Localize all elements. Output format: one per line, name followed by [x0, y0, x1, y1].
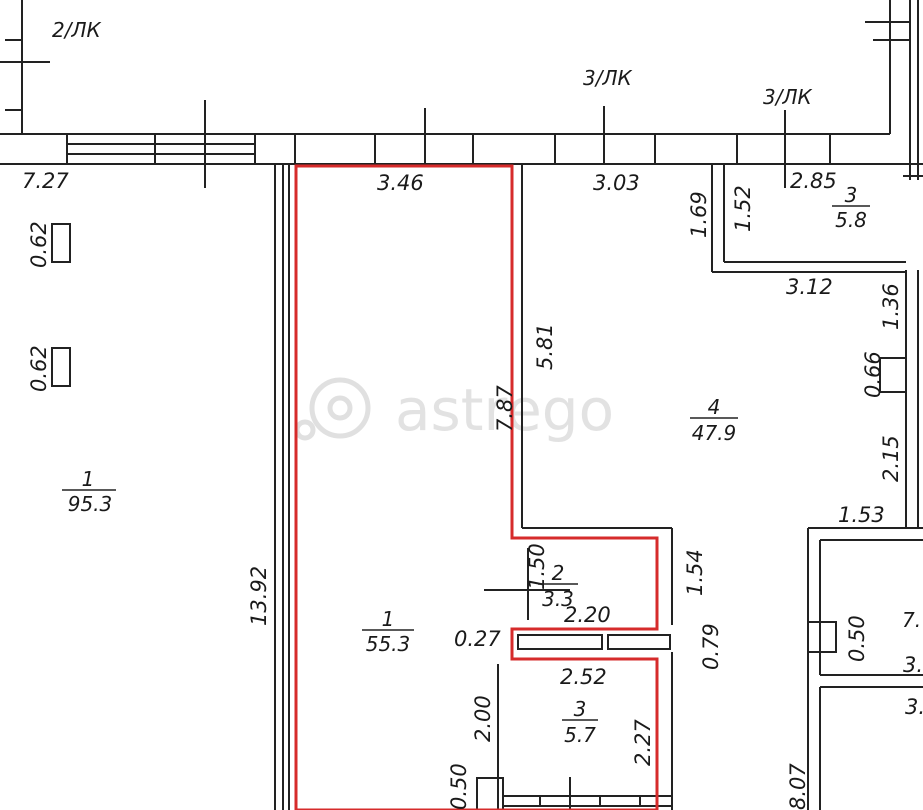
dim-2-85: 2.85 [790, 169, 837, 193]
room-area: 5.7 [564, 723, 596, 747]
room-label-topright: 3 5.8 [832, 183, 870, 232]
dim-1-54: 1.54 [683, 549, 707, 596]
dim-0-66: 0.66 [861, 351, 885, 398]
stair-label-3lk-a: 3/ЛК [583, 66, 633, 90]
room-area: 5.8 [835, 208, 867, 232]
dim-0-27: 0.27 [454, 627, 501, 651]
stair-label-3lk-b: 3/ЛК [763, 85, 813, 109]
dim-5-81: 5.81 [533, 323, 557, 370]
service-rooms [476, 164, 673, 810]
room-number: 1 [82, 467, 95, 491]
dim-1-69: 1.69 [687, 191, 711, 238]
dim-2-20: 2.20 [564, 603, 611, 627]
dim-0-50-right: 0.50 [845, 615, 869, 662]
watermark: astrego [294, 376, 614, 444]
dim-1-52: 1.52 [731, 185, 755, 232]
dim-2-15: 2.15 [879, 435, 903, 482]
room-label-main: 1 55.3 [362, 607, 414, 656]
dim-13-92: 13.92 [247, 566, 271, 626]
room-number: 1 [382, 607, 395, 631]
top-wall [0, 0, 923, 188]
room-label-right-cut: 7. [902, 608, 921, 632]
right-walls [879, 0, 923, 528]
dim-3-03: 3.03 [593, 171, 640, 195]
top-right-room [711, 164, 906, 273]
dim-7-27: 7.27 [22, 169, 69, 193]
left-partition [274, 164, 290, 810]
dim-7-87: 7.87 [493, 385, 517, 432]
watermark-logo-icon [294, 377, 371, 441]
dim-0-62-a: 0.62 [27, 221, 51, 268]
right-block [807, 527, 923, 810]
dim-1-53: 1.53 [838, 503, 885, 527]
dim-3-46: 3.46 [377, 171, 424, 195]
room-number: 2 [552, 561, 565, 585]
dim-0-50-bottom: 0.50 [447, 763, 471, 810]
dim-2-27: 2.27 [631, 719, 655, 766]
room-area: 47.9 [692, 421, 737, 445]
room-number: 3 [574, 697, 587, 721]
dim-3-cut-a: 3. [903, 653, 923, 677]
room-area: 7. [902, 608, 921, 632]
dim-3-12: 3.12 [786, 275, 833, 299]
dim-3-cut-b: 3. [905, 695, 923, 719]
stair-label-2lk: 2/ЛК [52, 18, 102, 42]
watermark-text: astrego [395, 376, 614, 444]
room-area: 55.3 [366, 632, 411, 656]
room-label-large: 4 47.9 [690, 395, 738, 445]
room-label-left: 1 95.3 [62, 467, 116, 516]
room-area: 95.3 [68, 492, 113, 516]
room-label-small: 2 3.3 [538, 561, 578, 611]
dim-1-36: 1.36 [879, 283, 903, 330]
room-number: 4 [708, 395, 721, 419]
dim-0-62-b: 0.62 [27, 345, 51, 392]
room-number: 3 [845, 183, 858, 207]
dim-2-52: 2.52 [560, 665, 607, 689]
selected-unit-outline [294, 164, 659, 810]
dim-0-79: 0.79 [699, 623, 723, 670]
room-label-bath: 3 5.7 [562, 697, 598, 747]
left-wall-marks [51, 223, 71, 387]
dim-2-00: 2.00 [471, 695, 495, 742]
room-area: 3.3 [542, 587, 574, 611]
dim-8-07: 8.07 [786, 763, 810, 810]
dim-1-50: 1.50 [525, 543, 549, 590]
